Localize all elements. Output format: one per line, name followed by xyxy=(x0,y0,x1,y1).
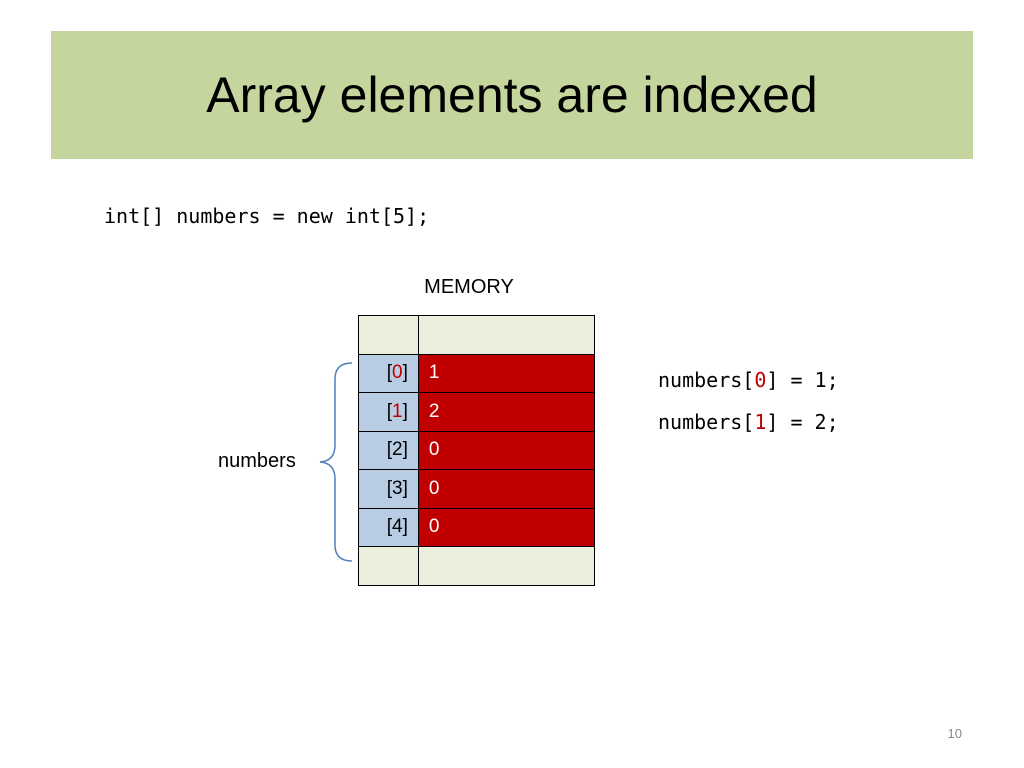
index-bracket-open: [ xyxy=(386,439,392,461)
assignment-index: 0 xyxy=(754,368,767,392)
memory-row: [3] 0 xyxy=(358,469,596,509)
index-number: 1 xyxy=(391,400,403,422)
brace-path xyxy=(319,362,353,562)
value-cell: 2 xyxy=(417,392,596,432)
memory-row: [0] 1 xyxy=(358,353,596,393)
index-cell: [3] xyxy=(358,469,419,509)
memory-cell-empty xyxy=(417,546,596,586)
index-cell: [1] xyxy=(358,392,419,432)
array-name-label: numbers xyxy=(218,450,296,472)
index-cell: [0] xyxy=(358,353,419,393)
index-bracket-close: ] xyxy=(402,362,408,384)
index-bracket-close: ] xyxy=(402,477,408,499)
index-bracket-close: ] xyxy=(402,439,408,461)
memory-row-empty-top xyxy=(358,315,596,355)
index-number: 4 xyxy=(391,516,403,538)
index-bracket-open: [ xyxy=(386,516,392,538)
curly-brace-icon xyxy=(319,362,353,562)
value-cell: 1 xyxy=(417,353,596,393)
memory-cell-empty xyxy=(358,315,419,355)
array-declaration: int[] numbers = new int[5]; xyxy=(104,204,430,228)
index-number: 2 xyxy=(391,439,403,461)
memory-row: [1] 2 xyxy=(358,392,596,432)
index-bracket-open: [ xyxy=(386,362,392,384)
index-bracket-close: ] xyxy=(402,400,408,422)
memory-table: [0] 1 [1] 2 [2] 0 [3] 0 [4] 0 xyxy=(358,315,596,586)
memory-label: MEMORY xyxy=(424,276,514,298)
assignment-line: numbers[1] = 2; xyxy=(658,410,839,434)
index-bracket-close: ] xyxy=(402,516,408,538)
assignment-prefix: numbers[ xyxy=(658,368,755,392)
memory-cell-empty xyxy=(358,546,419,586)
index-bracket-open: [ xyxy=(386,477,392,499)
value-cell: 0 xyxy=(417,430,596,470)
index-bracket-open: [ xyxy=(386,400,392,422)
memory-row-empty-bottom xyxy=(358,546,596,586)
memory-row: [4] 0 xyxy=(358,507,596,547)
index-cell: [4] xyxy=(358,507,419,547)
index-cell: [2] xyxy=(358,430,419,470)
assignment-prefix: numbers[ xyxy=(658,410,755,434)
page-number: 10 xyxy=(947,726,962,741)
assignment-suffix: ] = 1; xyxy=(766,368,839,392)
value-cell: 0 xyxy=(417,507,596,547)
value-cell: 0 xyxy=(417,469,596,509)
memory-row: [2] 0 xyxy=(358,430,596,470)
index-number: 3 xyxy=(391,477,403,499)
assignment-index: 1 xyxy=(754,410,767,434)
index-number: 0 xyxy=(391,362,403,384)
slide-title: Array elements are indexed xyxy=(206,67,818,123)
memory-cell-empty xyxy=(417,315,596,355)
assignment-line: numbers[0] = 1; xyxy=(658,368,839,392)
title-band: Array elements are indexed xyxy=(51,31,973,159)
assignment-suffix: ] = 2; xyxy=(766,410,839,434)
